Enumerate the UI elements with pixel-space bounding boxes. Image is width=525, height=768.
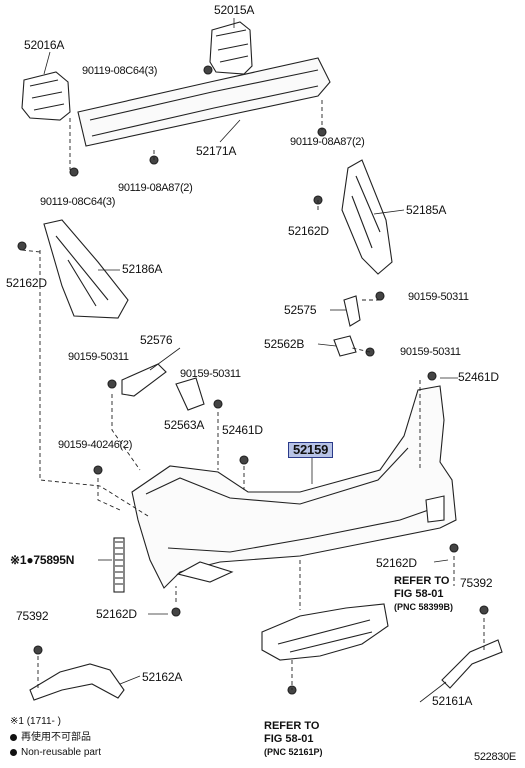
garnish-52162a: [29, 663, 125, 701]
label-90159-50311-c: 90159-50311: [68, 351, 129, 363]
legend-note: ※1 (1711- ): [10, 716, 61, 727]
refer-line2: FIG 58-01: [394, 588, 444, 600]
bullet-icon: [10, 733, 17, 741]
label-52016a: 52016A: [24, 38, 65, 52]
label-75895n: ※1●75895N: [10, 553, 75, 567]
bracket-52016a: [21, 71, 71, 121]
label-52162d-lower-left: 52162D: [96, 607, 137, 621]
label-52162d-left: 52162D: [6, 276, 47, 290]
refer-line1: REFER TO: [264, 720, 320, 732]
diagram-code: 522830E: [474, 751, 516, 763]
label-90119-08a87-right: 90119-08A87(2): [290, 136, 365, 148]
legend-reuse-jp: 再使用不可部品: [10, 732, 91, 744]
retainer-52185a: [341, 159, 393, 275]
label-52575: 52575: [284, 303, 317, 317]
refer-pnc: (PNC 58399B): [394, 602, 454, 612]
label-90119-08a87-left: 90119-08A87(2): [118, 182, 193, 194]
label-52186a: 52186A: [122, 262, 163, 276]
bracket-52563a: [175, 377, 205, 411]
label-75392-left: 75392: [16, 609, 49, 623]
label-52461d-right: 52461D: [458, 370, 499, 384]
label-52162d-lower-right: 52162D: [376, 556, 417, 570]
label-52162d-upper-right: 52162D: [288, 224, 329, 238]
label-75392-right: 75392: [460, 576, 493, 590]
bracket-52562b: [333, 335, 357, 357]
label-52461d-mid: 52461D: [222, 423, 263, 437]
label-52563a: 52563A: [164, 418, 205, 432]
label-90159-50311-a: 90159-50311: [408, 291, 469, 303]
legend-reuse-en-text: Non-reusable part: [21, 747, 102, 758]
bracket-52575: [343, 295, 361, 327]
label-90119-08c64-top: 90119-08C64(3): [82, 65, 158, 77]
legend-reuse-jp-text: 再使用不可部品: [21, 732, 91, 743]
bracket-52576: [121, 363, 167, 397]
label-52162a: 52162A: [142, 670, 183, 684]
legend-reuse-en: Non-reusable part: [10, 747, 101, 759]
label-90119-08c64-bottom: 90119-08C64(3): [40, 196, 116, 208]
refer-line2: FIG 58-01: [264, 733, 314, 745]
retainer-52186a: [43, 219, 129, 319]
refer-to-fig-58-01-lower[interactable]: REFER TO FIG 58-01 (PNC 52161P): [264, 720, 323, 759]
label-90159-50311-d: 90159-50311: [180, 368, 241, 380]
label-52159-highlighted[interactable]: 52159: [288, 442, 334, 458]
refer-to-fig-58-01-upper[interactable]: REFER TO FIG 58-01 (PNC 58399B): [394, 575, 453, 614]
refer-pnc: (PNC 52161P): [264, 747, 323, 757]
label-90159-40246: 90159-40246(2): [58, 439, 133, 451]
bumper-cover-52159: [131, 385, 457, 589]
label-52015a: 52015A: [214, 3, 255, 17]
label-52576: 52576: [140, 333, 173, 347]
bullet-icon: [10, 748, 17, 756]
label-52562b: 52562B: [264, 337, 305, 351]
label-90159-50311-b: 90159-50311: [400, 346, 461, 358]
label-52185a: 52185A: [406, 203, 447, 217]
reinforcement-beam-52171a: [77, 57, 331, 147]
garnish-52161a: [441, 639, 503, 689]
reflector-75895n: [113, 537, 125, 593]
label-52161a: 52161A: [432, 694, 473, 708]
label-52171a: 52171A: [196, 144, 237, 158]
refer-line1: REFER TO: [394, 575, 450, 587]
